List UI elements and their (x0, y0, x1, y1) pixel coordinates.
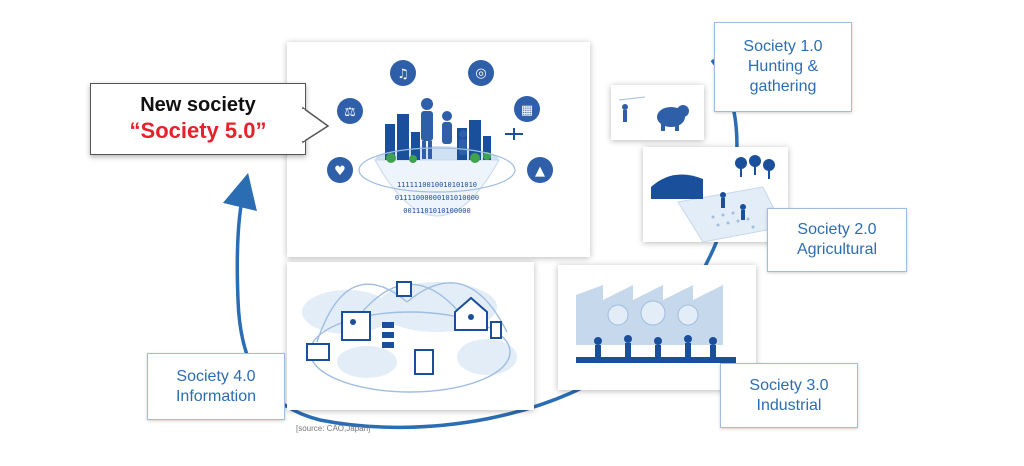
graduation-cap-icon (527, 157, 553, 183)
society-4-label: Society 4.0 Information (147, 353, 285, 420)
factory-icon (514, 96, 540, 122)
society-3-card (558, 265, 756, 390)
heart-hand-icon (327, 157, 353, 183)
svg-text:♫: ♫ (397, 67, 409, 82)
music-note-icon (390, 60, 416, 86)
svg-text:▦: ▦ (521, 103, 533, 118)
laptop-icon (306, 343, 330, 361)
callout-title: New society (140, 94, 256, 116)
society-2-label: Society 2.0 Agricultural (767, 208, 907, 272)
binary-row-3: 0011101010100000 (403, 207, 470, 215)
tablet-icon (414, 349, 434, 375)
mammoth-icon (657, 105, 689, 131)
society-2-card (643, 147, 788, 242)
callout-subtitle: “Society 5.0” (129, 118, 267, 143)
society-5-callout: New society “Society 5.0” (90, 83, 306, 155)
society-5-card: ♫ ◎ ⚖ ▦ ♥ ▲ (287, 42, 590, 257)
society-1-label: Society 1.0 Hunting & gathering (714, 22, 852, 112)
drone-icon (505, 128, 523, 140)
binary-row-2: 01111000000101010000 (395, 194, 479, 202)
source-credit: [source: CAO,Japan] (296, 424, 371, 433)
pill-icon (468, 60, 494, 86)
scales-icon (337, 98, 363, 124)
svg-text:⚖: ⚖ (344, 105, 356, 120)
svg-text:▲: ▲ (535, 164, 545, 179)
svg-text:◎: ◎ (475, 66, 486, 81)
svg-text:♥: ♥ (334, 164, 346, 179)
binary-row-1: 1111110010010101010 (397, 181, 477, 189)
society-1-card (611, 85, 704, 140)
society-3-label: Society 3.0 Industrial (720, 363, 858, 428)
society-4-card (287, 262, 534, 410)
